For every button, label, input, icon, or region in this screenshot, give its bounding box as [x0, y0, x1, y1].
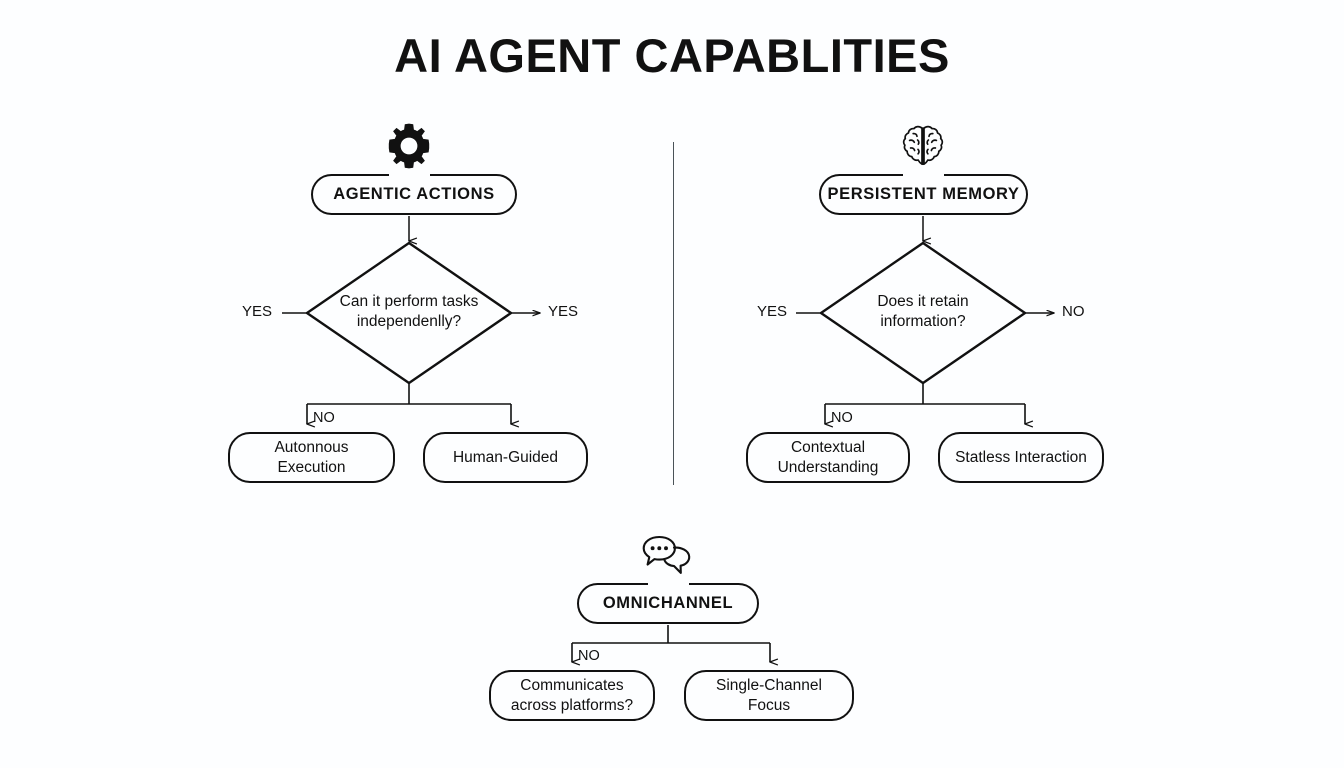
edge-label-omnichannel-branch: NO	[578, 648, 600, 664]
edge-label-memory-branch: NO	[831, 410, 853, 426]
outcome-box-human-guided[interactable]: Human-Guided	[423, 432, 588, 483]
chat-bubbles-icon	[642, 535, 691, 574]
column-divider	[672, 142, 675, 485]
outcome-box-contextual-understanding[interactable]: Contextual Understanding	[746, 432, 910, 483]
section-header-label: AGENTIC ACTIONS	[333, 185, 495, 203]
edge-label-memory-right: NO	[1062, 303, 1085, 320]
edge-label-agentic-branch: NO	[313, 410, 335, 426]
brain-icon	[902, 125, 944, 166]
outcome-label: Single-Channel Focus	[716, 677, 822, 714]
edge-label-agentic-left: YES	[242, 303, 273, 320]
section-header-persistent-memory[interactable]: PERSISTENT MEMORY	[819, 174, 1028, 215]
section-header-label: OMNICHANNEL	[602, 594, 734, 612]
outcome-box-stateless-interaction[interactable]: Statless Interaction	[938, 432, 1104, 483]
outcome-label: Contextual Understanding	[777, 439, 879, 476]
outcome-box-communicates-across-platforms[interactable]: Communicates across platforms?	[489, 670, 655, 721]
outcome-box-single-channel-focus[interactable]: Single-Channel Focus	[684, 670, 854, 721]
edge-label-memory-left: YES	[757, 303, 788, 320]
outcome-box-autonomous-execution[interactable]: Autonnous Execution	[228, 432, 395, 483]
decision-label-memory: Does it retain information?	[877, 293, 969, 330]
outcome-label: Communicates across platforms?	[510, 677, 634, 714]
pill-notch-agentic	[389, 171, 430, 177]
section-header-omnichannel[interactable]: OMNICHANNEL	[577, 583, 759, 624]
decision-label-agentic: Can it perform tasks independenlly?	[339, 293, 479, 330]
pill-notch-omnichannel	[648, 580, 689, 586]
edge-label-agentic-right: YES	[548, 303, 579, 320]
page-title: AI AGENT CAPABLITIES	[394, 29, 950, 82]
section-header-agentic-actions[interactable]: AGENTIC ACTIONS	[311, 174, 517, 215]
section-header-label: PERSISTENT MEMORY	[827, 185, 1020, 203]
gear-icon	[388, 123, 430, 169]
outcome-label: Autonnous Execution	[274, 439, 349, 476]
outcome-label: Statless Interaction	[955, 448, 1087, 466]
pill-notch-memory	[903, 171, 944, 177]
outcome-label: Human-Guided	[452, 448, 559, 466]
